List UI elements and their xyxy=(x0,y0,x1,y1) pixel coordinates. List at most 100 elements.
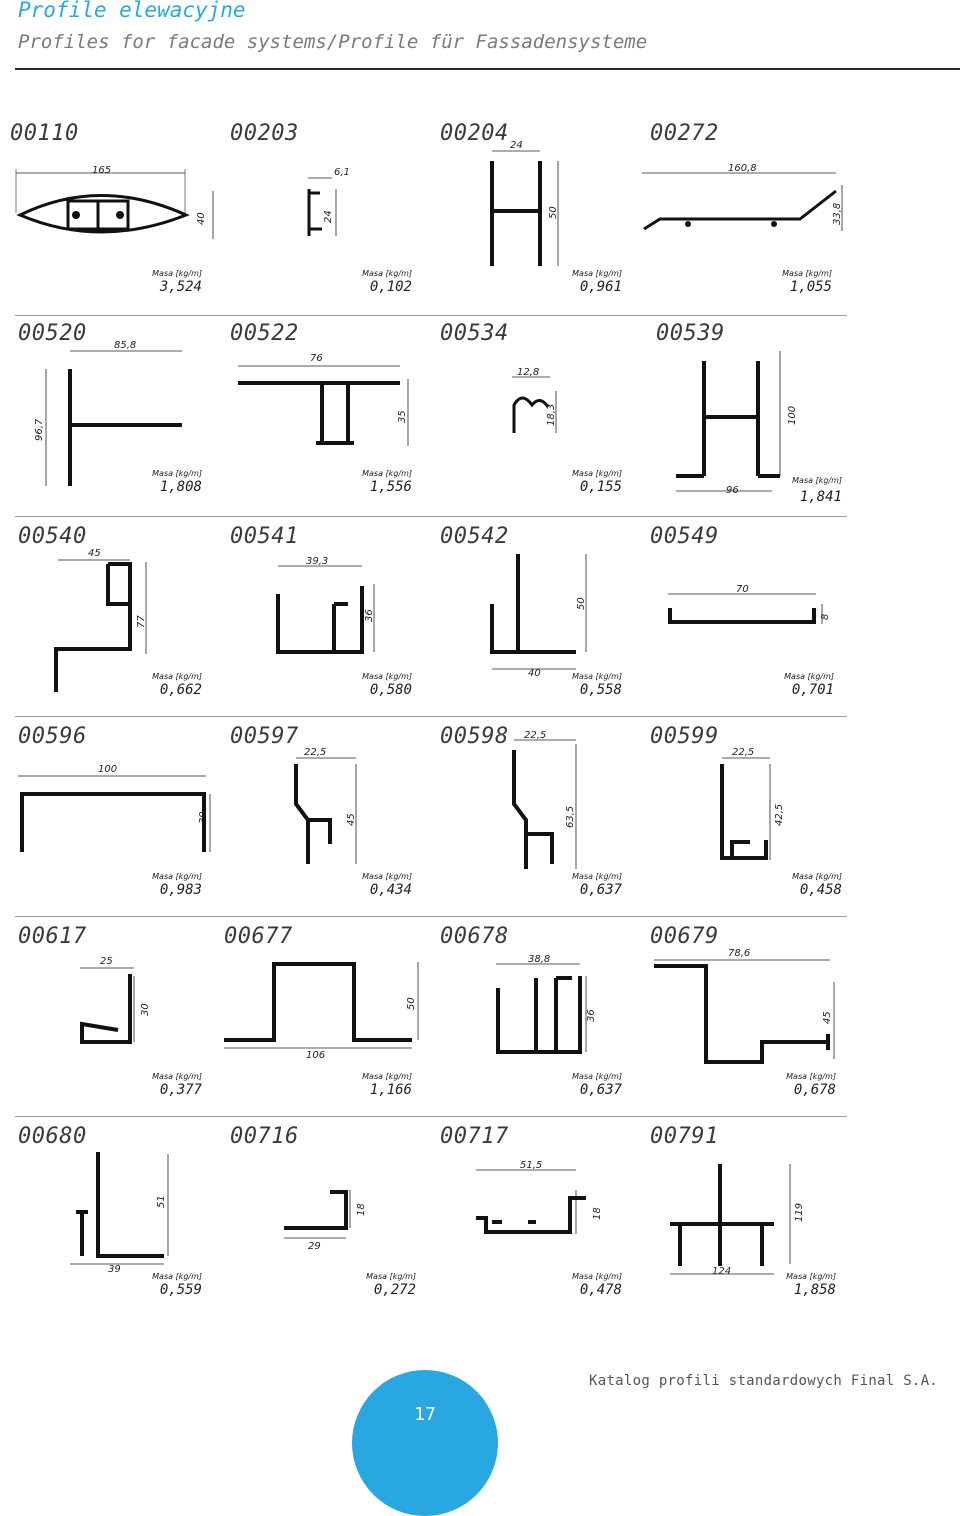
dim-label: 165 xyxy=(92,165,111,176)
mass-value: 1,858 xyxy=(793,1282,836,1298)
dim-label: 24 xyxy=(323,210,334,223)
dim-label: 12,8 xyxy=(517,367,539,378)
profile-00520-drawing: 85,8 96,7 xyxy=(34,340,182,486)
mass-label: Masa [kg/m] xyxy=(786,1072,836,1081)
mass-value: 0,155 xyxy=(579,479,622,495)
profile-card-00678: 00678 38,8 36 Masa [kg/m] 0,637 xyxy=(440,924,650,1124)
profile-code: 00791 xyxy=(650,1124,719,1149)
profile-card-00680: 00680 39 51 Masa [kg/m] 0,559 xyxy=(18,1124,228,1324)
profile-card-00272: 00272 160,8 33,8 Masa [kg/m] 1,055 xyxy=(642,121,860,321)
page-subtitle: Profiles for facade systems/Profile für … xyxy=(18,31,648,53)
mass-label: Masa [kg/m] xyxy=(792,872,842,881)
dim-label: 36 xyxy=(364,609,375,622)
profile-00540-drawing: 45 77 xyxy=(54,548,147,692)
profile-card-00597: 00597 22,5 45 Masa [kg/m] 0,434 xyxy=(230,724,440,924)
dim-label: 29 xyxy=(308,1241,321,1252)
mass-label: Masa [kg/m] xyxy=(782,269,832,278)
profile-00534-drawing: 12,8 18,3 xyxy=(512,367,557,433)
profile-card-00617: 00617 25 30 Masa [kg/m] 0,377 xyxy=(18,924,228,1124)
mass-value: 0,701 xyxy=(791,682,834,698)
profile-code: 00680 xyxy=(18,1124,87,1149)
row-divider xyxy=(15,716,847,717)
mass-label: Masa [kg/m] xyxy=(152,469,202,478)
profile-00542-drawing: 40 50 xyxy=(490,554,587,679)
profile-00677-drawing: 106 50 xyxy=(224,962,419,1061)
dim-label: 100 xyxy=(787,406,798,425)
profile-card-00716: 00716 29 18 Masa [kg/m] 0,272 xyxy=(230,1124,440,1324)
mass-label: Masa [kg/m] xyxy=(784,672,834,681)
dim-label: 22,5 xyxy=(524,730,546,741)
profile-00678-drawing: 38,8 36 xyxy=(496,954,597,1054)
dim-label: 119 xyxy=(794,1203,805,1222)
profile-code: 00522 xyxy=(230,321,299,346)
mass-label: Masa [kg/m] xyxy=(572,269,622,278)
profile-card-00520: 00520 85,8 96,7 Masa [kg/m] 1,808 xyxy=(18,321,228,521)
profile-card-00791: 00791 124 119 Masa [kg/m] 1,858 xyxy=(650,1124,860,1324)
profile-code: 00716 xyxy=(230,1124,299,1149)
profile-00541-drawing: 39,3 36 xyxy=(276,556,375,654)
mass-label: Masa [kg/m] xyxy=(362,469,412,478)
mass-value: 1,808 xyxy=(159,479,202,495)
dim-label: 38,8 xyxy=(528,954,550,965)
dim-label: 100 xyxy=(98,764,117,775)
mass-label: Masa [kg/m] xyxy=(362,1072,412,1081)
profile-00679-drawing: 78,6 45 xyxy=(654,948,835,1064)
row-divider xyxy=(15,516,847,517)
dim-label: 70 xyxy=(736,584,749,595)
profile-code: 00596 xyxy=(18,724,87,749)
mass-label: Masa [kg/m] xyxy=(362,672,412,681)
mass-value: 3,524 xyxy=(159,279,202,295)
profile-00680-drawing: 39 51 xyxy=(70,1152,169,1275)
row-divider xyxy=(15,916,847,917)
profile-code: 00599 xyxy=(650,724,719,749)
dim-label: 50 xyxy=(406,997,417,1010)
dim-label: 40 xyxy=(528,668,541,679)
dim-label: 36 xyxy=(586,1009,597,1022)
mass-label: Masa [kg/m] xyxy=(792,476,842,485)
profile-code: 00678 xyxy=(440,924,509,949)
header-rule xyxy=(15,68,960,70)
profile-00203-drawing: 6,1 24 xyxy=(307,167,350,236)
mass-value: 0,559 xyxy=(159,1282,202,1298)
dim-label: 40 xyxy=(196,212,207,225)
mass-value: 1,166 xyxy=(369,1082,412,1098)
dim-label: 45 xyxy=(346,813,357,826)
dim-label: 39 xyxy=(108,1264,121,1275)
mass-label: Masa [kg/m] xyxy=(152,269,202,278)
profile-card-00540: 00540 45 77 Masa [kg/m] 0,662 xyxy=(18,524,228,724)
profile-code: 00617 xyxy=(18,924,87,949)
mass-label: Masa [kg/m] xyxy=(362,872,412,881)
profile-00599-drawing: 22,5 42,5 xyxy=(720,747,785,860)
profile-card-00542: 00542 40 50 Masa [kg/m] 0,558 xyxy=(440,524,650,724)
profile-00617-drawing: 25 30 xyxy=(80,956,151,1044)
mass-label: Masa [kg/m] xyxy=(152,672,202,681)
mass-value: 0,272 xyxy=(373,1282,416,1298)
profile-code: 00542 xyxy=(440,524,509,549)
mass-value: 0,961 xyxy=(579,279,622,295)
mass-value: 0,377 xyxy=(159,1082,202,1098)
mass-label: Masa [kg/m] xyxy=(786,1272,836,1281)
profile-00272-drawing: 160,8 33,8 xyxy=(642,163,843,231)
dim-label: 51 xyxy=(156,1195,167,1208)
dim-label: 30 xyxy=(140,1003,151,1016)
mass-value: 1,556 xyxy=(369,479,412,495)
profile-card-00679: 00679 78,6 45 Masa [kg/m] 0,678 xyxy=(650,924,860,1124)
dim-label: 18 xyxy=(356,1203,367,1216)
dim-label: 39,3 xyxy=(306,556,328,567)
profile-00717-drawing: 51,5 18 xyxy=(476,1160,603,1234)
profile-code: 00110 xyxy=(10,121,79,146)
profile-00791-drawing: 124 119 xyxy=(670,1164,805,1277)
dim-label: 22,5 xyxy=(304,747,326,758)
dim-label: 45 xyxy=(822,1011,833,1024)
dim-label: 35 xyxy=(397,410,408,423)
mass-label: Masa [kg/m] xyxy=(572,1072,622,1081)
dim-label: 50 xyxy=(576,597,587,610)
profile-card-00539: 00539 96 100 Masa [kg/m] 1,841 xyxy=(656,321,866,521)
profile-card-00541: 00541 39,3 36 Masa [kg/m] 0,580 xyxy=(230,524,440,724)
dim-label: 96 xyxy=(726,485,739,496)
profile-card-00598: 00598 22,5 63,5 Masa [kg/m] 0,637 xyxy=(440,724,650,924)
profile-00598-drawing: 22,5 63,5 xyxy=(512,730,577,869)
profile-00204-drawing: 24 50 xyxy=(490,140,559,266)
profile-code: 00549 xyxy=(650,524,719,549)
mass-value: 0,637 xyxy=(579,1082,622,1098)
